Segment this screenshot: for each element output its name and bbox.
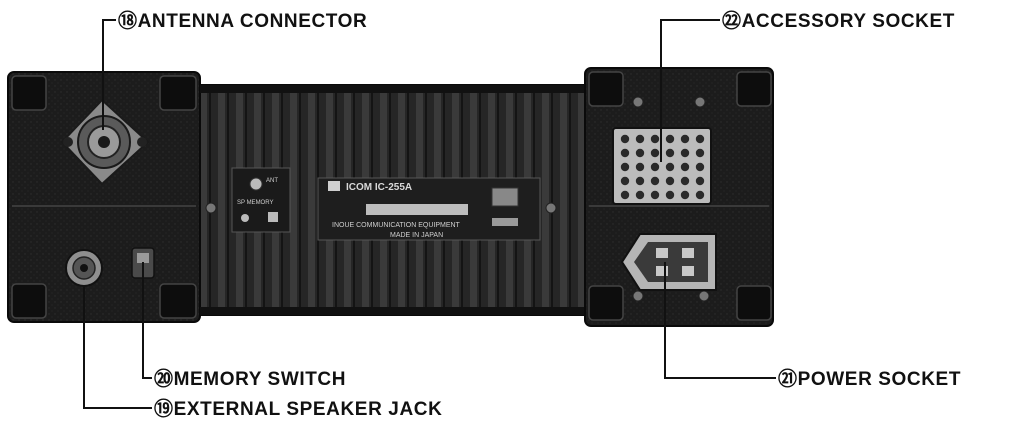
socket-pin xyxy=(695,148,705,158)
callout-number: ㉒ xyxy=(722,9,742,32)
callout-text: ANTENNA CONNECTOR xyxy=(138,11,368,32)
leader-speaker xyxy=(83,285,152,409)
leader-antenna xyxy=(102,19,116,130)
socket-pin xyxy=(650,162,660,172)
callout-power-socket: ㉑POWER SOCKET xyxy=(778,367,961,390)
brand-model-text: ICOM IC-255A xyxy=(346,182,412,193)
socket-pin xyxy=(680,162,690,172)
socket-pin xyxy=(650,134,660,144)
socket-pin xyxy=(695,162,705,172)
socket-pin xyxy=(635,190,645,200)
socket-pin xyxy=(650,190,660,200)
callout-number: ⑱ xyxy=(118,9,138,32)
callout-antenna-connector: ⑱ANTENNA CONNECTOR xyxy=(118,9,367,32)
socket-pin xyxy=(650,148,660,158)
leader-lines xyxy=(83,19,776,409)
socket-pin xyxy=(635,134,645,144)
memory-label-text: SP MEMORY xyxy=(237,200,273,206)
external-speaker-jack xyxy=(65,249,103,287)
callout-text: ACCESSORY SOCKET xyxy=(742,11,955,32)
socket-pin xyxy=(620,134,630,144)
callout-number: ⑲ xyxy=(154,397,174,420)
callout-text: EXTERNAL SPEAKER JACK xyxy=(174,399,443,420)
socket-pin xyxy=(665,134,675,144)
panel-screws xyxy=(205,96,710,302)
callout-number: ㉑ xyxy=(778,367,798,390)
callout-memory-switch: ⑳MEMORY SWITCH xyxy=(154,367,346,390)
socket-pin xyxy=(650,176,660,186)
socket-pin xyxy=(665,162,675,172)
socket-pin xyxy=(620,148,630,158)
chassis-feet xyxy=(11,71,772,321)
socket-pin xyxy=(695,176,705,186)
socket-pin xyxy=(620,190,630,200)
maker-line-text: INOUE COMMUNICATION EQUIPMENT xyxy=(332,222,461,229)
callout-text: POWER SOCKET xyxy=(798,369,961,390)
socket-pin xyxy=(680,134,690,144)
socket-pin xyxy=(680,176,690,186)
socket-pin xyxy=(695,190,705,200)
socket-pin xyxy=(635,148,645,158)
accessory-socket xyxy=(612,127,712,205)
leader-accessory xyxy=(660,19,720,162)
socket-pin xyxy=(680,190,690,200)
country-line-text: MADE IN JAPAN xyxy=(390,232,443,239)
antenna-connector xyxy=(60,98,150,186)
socket-pin xyxy=(680,148,690,158)
leader-power xyxy=(664,262,776,379)
callout-text: MEMORY SWITCH xyxy=(174,369,346,390)
power-socket xyxy=(620,233,717,291)
socket-pin xyxy=(620,162,630,172)
callout-external-speaker-jack: ⑲EXTERNAL SPEAKER JACK xyxy=(154,397,442,420)
socket-pin xyxy=(665,176,675,186)
socket-pin xyxy=(635,176,645,186)
ant-label-text: ANT xyxy=(266,178,278,184)
id-plate: ICOM IC-255A INOUE COMMUNICATION EQUIPME… xyxy=(317,177,541,241)
socket-pin xyxy=(665,148,675,158)
socket-pin xyxy=(695,134,705,144)
socket-pin xyxy=(665,190,675,200)
callout-accessory-socket: ㉒ACCESSORY SOCKET xyxy=(722,9,955,32)
leader-memory xyxy=(142,262,152,379)
callout-number: ⑳ xyxy=(154,367,174,390)
socket-pin xyxy=(620,176,630,186)
socket-pin xyxy=(635,162,645,172)
ant-memory-plate: ANT SP MEMORY xyxy=(231,167,291,233)
